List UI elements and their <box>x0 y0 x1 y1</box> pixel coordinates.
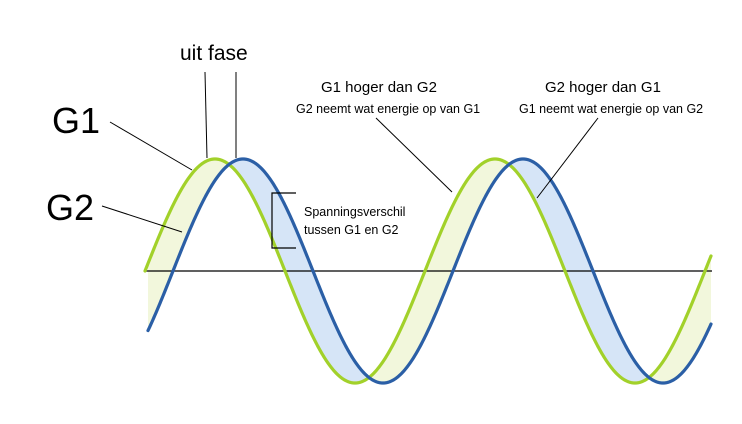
g2-leader <box>101 205 183 233</box>
g1-wave <box>143 157 713 385</box>
g2-higher-subtitle: G1 neemt wat energie op van G2 <box>519 102 703 116</box>
g1-higher-subtitle: G2 neemt wat energie op van G1 <box>296 102 480 116</box>
voltage-difference-label-line2: tussen G1 en G2 <box>304 223 399 237</box>
g1-leader <box>109 121 193 171</box>
voltage-difference-label-line1: Spanningsverschil <box>304 205 405 219</box>
g2-label: G2 <box>46 187 94 228</box>
g2-higher-title: G2 hoger dan G1 <box>545 79 661 96</box>
g1-label: G1 <box>52 100 100 141</box>
g1-higher-region <box>148 159 229 331</box>
g1-higher-leader <box>375 117 453 193</box>
voltage-difference-bracket <box>271 192 296 249</box>
phase-leader-g1 <box>204 71 208 159</box>
phase-label: uit fase <box>180 42 248 65</box>
g2-wave <box>146 157 713 385</box>
g2-higher-leader <box>536 117 599 199</box>
g1-higher-title: G1 hoger dan G2 <box>321 79 437 96</box>
